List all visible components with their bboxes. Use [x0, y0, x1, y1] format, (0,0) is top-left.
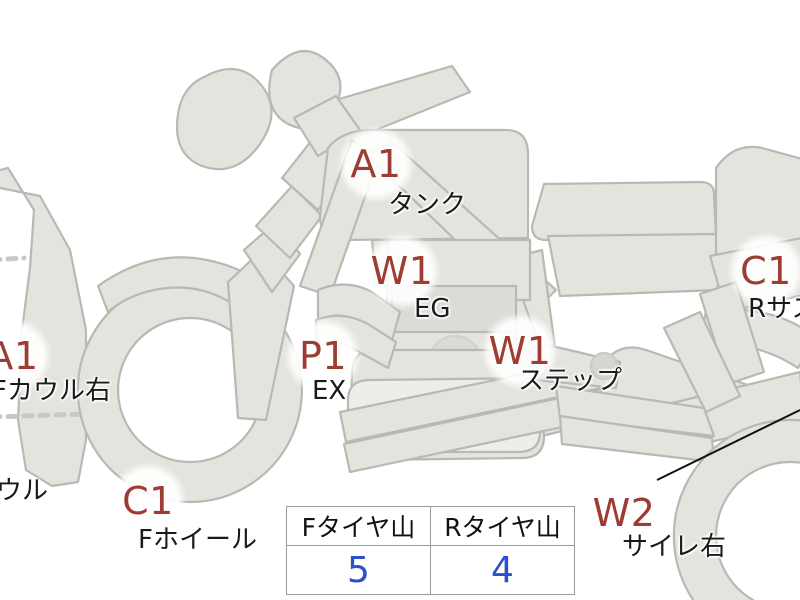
marker-code: P1	[298, 334, 348, 378]
marker-a1-tank[interactable]: A1	[345, 133, 407, 195]
label-silencer-right: サイレ右	[622, 532, 727, 562]
tire-tread-table: Fタイヤ山 Rタイヤ山 5 4	[286, 506, 575, 595]
label-front-cowl-right: Fカウル右	[0, 376, 111, 406]
marker-code: W2	[592, 491, 656, 535]
table-value-front-tire[interactable]: 5	[286, 545, 431, 595]
label-tank: タンク	[388, 190, 467, 220]
w2-leader-line	[656, 409, 800, 481]
table-header-rear-tire: Rタイヤ山	[430, 506, 575, 546]
table-value-rear-tire[interactable]: 4	[430, 545, 575, 595]
marker-code: W1	[488, 329, 552, 373]
table-value-row: 5 4	[286, 545, 575, 595]
label-front-wheel: Fホイール	[138, 525, 257, 555]
marker-code: W1	[370, 249, 434, 293]
label-exhaust: EX	[312, 376, 347, 406]
marker-c1-rear-suspension[interactable]: C1	[735, 240, 797, 302]
label-engine: EG	[414, 294, 451, 324]
marker-w1-step[interactable]: W1	[489, 320, 551, 382]
marker-c1-front-wheel[interactable]: C1	[117, 470, 179, 532]
marker-code: C1	[122, 479, 174, 523]
table-header-row: Fタイヤ山 Rタイヤ山	[286, 506, 575, 546]
label-step: ステップ	[518, 366, 623, 396]
marker-code: A1	[350, 142, 402, 186]
marker-code: C1	[740, 249, 792, 293]
marker-code: A1	[0, 334, 39, 378]
marker-p1-exhaust[interactable]: P1	[292, 325, 354, 387]
marker-w1-engine[interactable]: W1	[371, 240, 433, 302]
table-header-front-tire: Fタイヤ山	[286, 506, 431, 546]
marker-w2-silencer-right[interactable]: W2	[593, 482, 655, 544]
label-rear-suspension: Rサス	[748, 294, 800, 324]
label-cowl-clipped: ウル	[0, 476, 49, 506]
